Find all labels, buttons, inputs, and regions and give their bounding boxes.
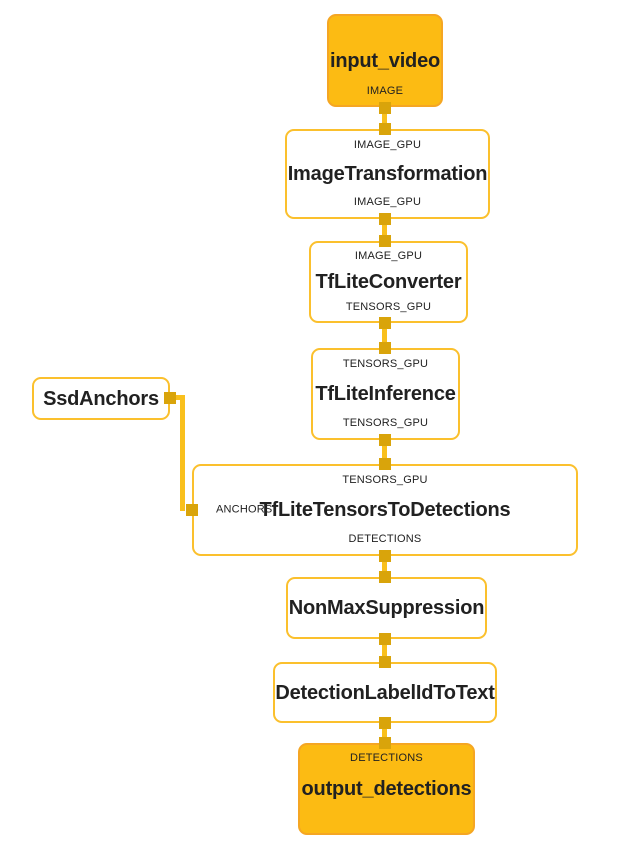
node-detection-label-id-to-text[interactable]: DetectionLabelIdToText xyxy=(273,662,497,723)
edge-non-max-suppression-to-detection-label xyxy=(382,636,387,665)
edge-detection-label-to-output-detections xyxy=(382,720,387,746)
input-port-tensors-to-detections xyxy=(379,458,391,470)
input-port-tflite-converter xyxy=(379,235,391,247)
output-stream-label: TENSORS_GPU xyxy=(342,417,429,429)
input-port-output-detections xyxy=(379,737,391,749)
input-stream-label: IMAGE_GPU xyxy=(354,250,423,262)
node-image-transformation[interactable]: IMAGE_GPU ImageTransformation IMAGE_GPU xyxy=(285,129,490,219)
node-title: NonMaxSuppression xyxy=(288,597,485,619)
node-non-max-suppression[interactable]: NonMaxSuppression xyxy=(286,577,487,639)
output-port-detection-label-id-to-text xyxy=(379,717,391,729)
input-port-tflite-inference xyxy=(379,342,391,354)
edge-tflite-inference-to-tensors-to-detections xyxy=(382,437,387,467)
input-port-detection-label-id-to-text xyxy=(379,656,391,668)
output-port-tflite-converter xyxy=(379,317,391,329)
input-port-image-transformation xyxy=(379,123,391,135)
input-stream-label: IMAGE_GPU xyxy=(353,139,422,151)
output-port-input-video xyxy=(379,102,391,114)
output-port-tensors-to-detections xyxy=(379,550,391,562)
side-input-port-anchors xyxy=(186,504,198,516)
output-port-non-max-suppression xyxy=(379,633,391,645)
output-port-tflite-inference xyxy=(379,434,391,446)
edge-input-video-to-image-transformation xyxy=(382,105,387,132)
edge-image-transformation-to-tflite-converter xyxy=(382,216,387,244)
node-title: DetectionLabelIdToText xyxy=(275,681,495,704)
node-title: input_video xyxy=(329,49,441,72)
output-stream-label: IMAGE xyxy=(366,85,404,97)
output-port-image-transformation xyxy=(379,213,391,225)
node-output-detections[interactable]: DETECTIONS output_detections xyxy=(298,743,475,835)
output-port-ssd-anchors xyxy=(164,392,176,404)
edge-tensors-to-detections-to-non-max-suppression xyxy=(382,553,387,580)
node-title: ImageTransformation xyxy=(287,163,488,185)
node-tflite-inference[interactable]: TENSORS_GPU TfLiteInference TENSORS_GPU xyxy=(311,348,460,440)
input-stream-label: DETECTIONS xyxy=(350,752,423,764)
node-tflite-tensors-to-detections[interactable]: TENSORS_GPU ANCHORS TfLiteTensorsToDetec… xyxy=(192,464,578,556)
node-title: output_detections xyxy=(301,778,472,800)
output-stream-label: IMAGE_GPU xyxy=(353,196,422,208)
node-title: TfLiteTensorsToDetections xyxy=(259,499,511,521)
output-stream-label: DETECTIONS xyxy=(348,533,422,545)
node-input-video[interactable]: input_video IMAGE xyxy=(327,14,443,107)
node-title: TfLiteConverter xyxy=(315,271,462,293)
input-port-non-max-suppression xyxy=(379,571,391,583)
input-stream-label: TENSORS_GPU xyxy=(342,474,428,486)
node-title: SsdAnchors xyxy=(43,387,159,410)
input-stream-label: TENSORS_GPU xyxy=(342,358,429,370)
node-tflite-converter[interactable]: IMAGE_GPU TfLiteConverter TENSORS_GPU xyxy=(309,241,468,323)
node-title: TfLiteInference xyxy=(315,383,456,405)
output-stream-label: TENSORS_GPU xyxy=(345,301,432,313)
node-ssd-anchors[interactable]: SsdAnchors xyxy=(32,377,170,420)
side-input-label: ANCHORS xyxy=(216,503,273,516)
edge-tflite-converter-to-tflite-inference xyxy=(382,320,387,351)
edge-ssd-anchors-vertical xyxy=(180,395,185,511)
